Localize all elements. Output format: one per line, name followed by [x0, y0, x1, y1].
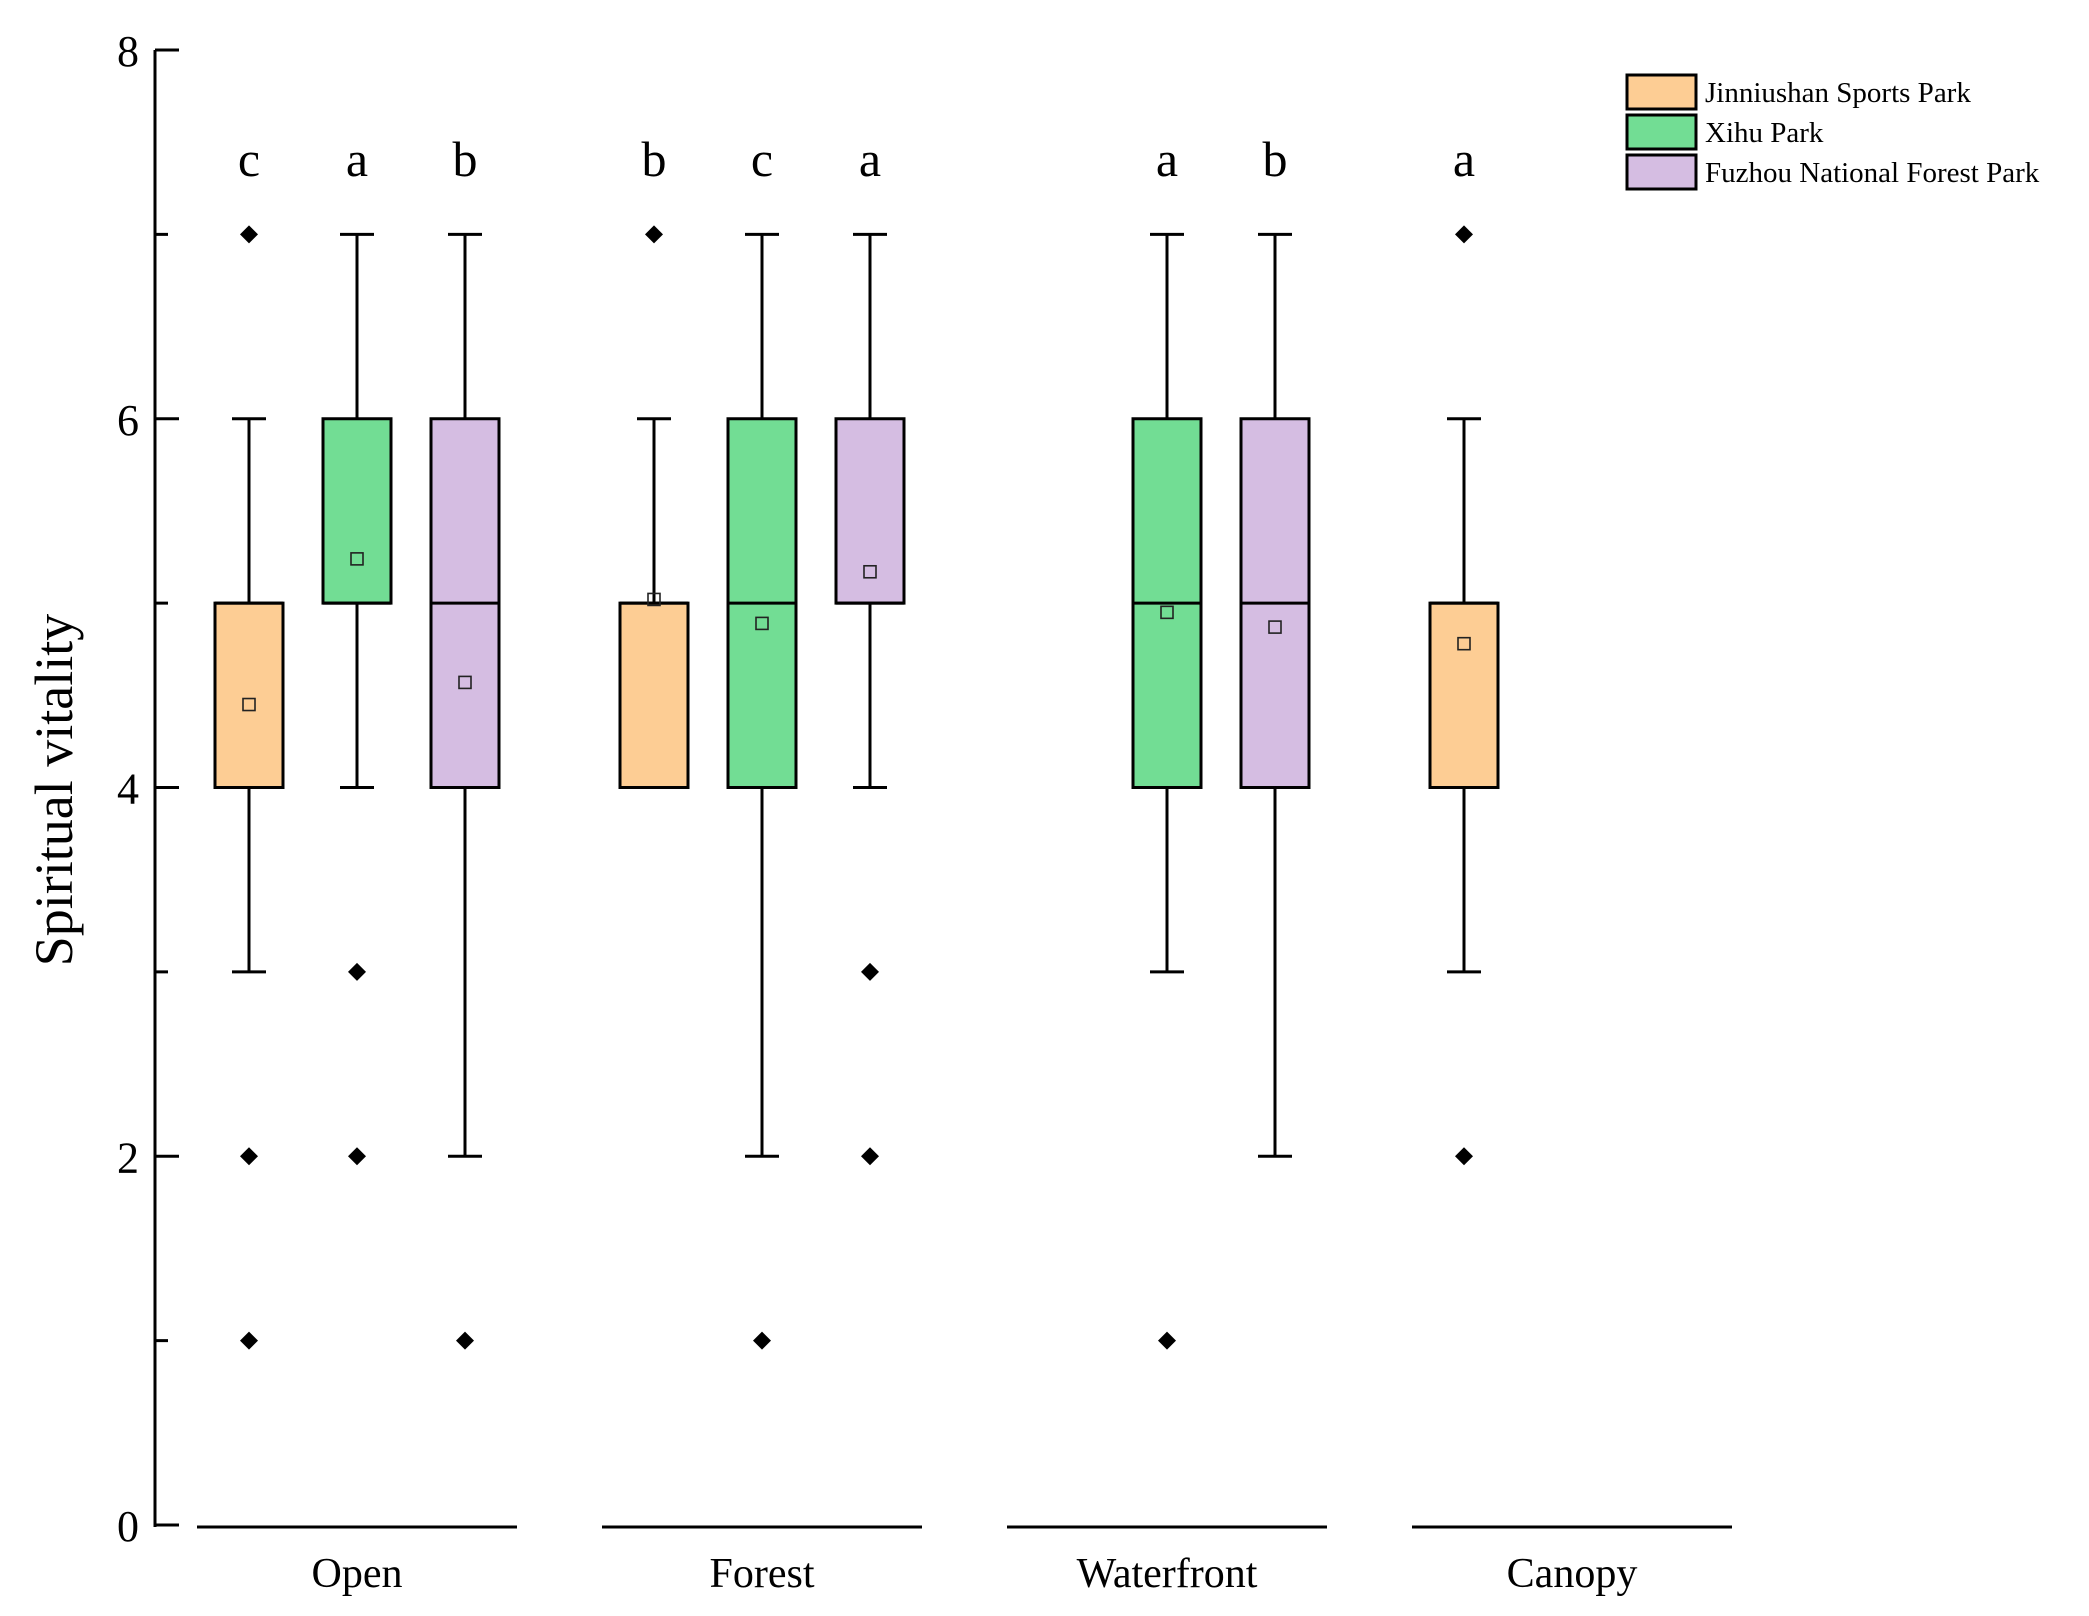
- outlier-point: [645, 225, 663, 244]
- box-waterfront-1: a: [1131, 131, 1203, 1350]
- iqr-box: [213, 601, 285, 789]
- iqr-box: [321, 417, 393, 605]
- outlier-point: [456, 1331, 474, 1350]
- outlier-point: [1455, 1147, 1473, 1166]
- y-tick-label: 6: [117, 396, 139, 445]
- box-canopy-0: a: [1428, 131, 1500, 1166]
- box-open-0: c: [213, 131, 285, 1350]
- significance-letter: a: [1156, 131, 1178, 187]
- legend-swatch: [1625, 73, 1698, 111]
- mean-marker: [755, 616, 769, 631]
- outlier-point: [240, 1331, 258, 1350]
- box-open-2: b: [429, 131, 501, 1350]
- mean-marker: [350, 552, 364, 566]
- outlier-point: [1455, 225, 1473, 244]
- mean-marker: [458, 675, 472, 690]
- axes: 0 2 4 6 8: [117, 27, 179, 1551]
- iqr-box: [1428, 601, 1500, 789]
- mean-marker: [1457, 636, 1471, 651]
- box-waterfront-2: b: [1239, 131, 1311, 1158]
- outlier-point: [1158, 1331, 1176, 1350]
- y-tick-label: 0: [117, 1502, 139, 1551]
- significance-letter: a: [859, 131, 881, 187]
- group-axis-lines: Open Forest Waterfront Canopy: [197, 1525, 1732, 1597]
- mean-marker: [242, 697, 256, 712]
- x-group-label: Open: [312, 1551, 403, 1597]
- box-forest-1: c: [726, 131, 798, 1350]
- box-open-1: a: [321, 131, 393, 1166]
- mean-marker: [863, 564, 877, 579]
- outlier-point: [240, 225, 258, 244]
- significance-letter: c: [751, 131, 773, 187]
- legend-swatch: [1625, 113, 1698, 151]
- mean-marker: [1268, 620, 1282, 634]
- iqr-box: [618, 601, 690, 789]
- significance-letter: a: [346, 131, 368, 187]
- mean-marker: [1160, 605, 1174, 620]
- y-axis-label: Spiritual vitality: [24, 614, 84, 966]
- significance-letter: c: [238, 131, 260, 187]
- x-group-label: Canopy: [1507, 1551, 1638, 1597]
- mean-marker: [647, 592, 661, 607]
- x-group-label: Forest: [710, 1551, 815, 1597]
- legend-swatch: [1625, 153, 1698, 191]
- significance-letter: b: [642, 131, 667, 187]
- significance-letter: b: [453, 131, 478, 187]
- outlier-point: [348, 1147, 366, 1166]
- outlier-point: [348, 962, 366, 981]
- legend-label: Xihu Park: [1705, 117, 1824, 149]
- legend-label: Fuzhou National Forest Park: [1705, 157, 2040, 189]
- box-forest-2: a: [834, 131, 906, 1166]
- x-group-label: Waterfront: [1077, 1551, 1258, 1597]
- legend-label: Jinniushan Sports Park: [1705, 77, 1971, 109]
- iqr-box: [834, 417, 906, 605]
- outlier-point: [753, 1331, 771, 1350]
- y-tick-label: 2: [117, 1133, 139, 1182]
- y-tick-label: 8: [117, 27, 139, 76]
- significance-letter: b: [1263, 131, 1288, 187]
- outlier-point: [861, 1147, 879, 1166]
- y-tick-label: 4: [117, 765, 139, 814]
- significance-letter: a: [1453, 131, 1475, 187]
- outlier-point: [240, 1147, 258, 1166]
- box-forest-0: b: [618, 131, 690, 789]
- outlier-point: [861, 962, 879, 981]
